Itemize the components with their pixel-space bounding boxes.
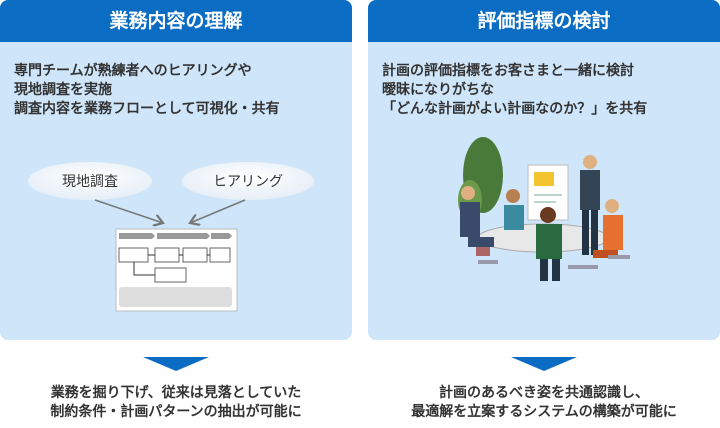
- panel-description: 計画の評価指標をお客さまと一緒に検討 曖昧になりがちな 「どんな計画がよい計画な…: [368, 42, 720, 119]
- desc-line: 調査内容を業務フローとして可視化・共有: [14, 101, 280, 117]
- panel-title: 評価指標の検討: [368, 0, 720, 42]
- panel-business-understanding: 業務内容の理解 専門チームが熟練者へのヒアリングや 現地調査を実施 調査内容を業…: [0, 0, 352, 340]
- person-right: [593, 199, 623, 258]
- desc-line: 計画の評価指標をお客さまと一緒に検討: [382, 63, 634, 79]
- result-line: 最適解を立案するシステムの構築が可能に: [411, 404, 677, 420]
- person-center: [504, 189, 524, 230]
- desc-line: 曖昧になりがちな: [382, 82, 494, 98]
- desc-line: 専門チームが熟練者へのヒアリングや: [14, 63, 252, 79]
- person-presenter: [580, 155, 600, 255]
- result-text: 計画のあるべき姿を共通認識し、 最適解を立案するシステムの構築が可能に: [368, 384, 720, 422]
- bubble-site-survey: [28, 162, 152, 200]
- meeting-illustration: [458, 137, 630, 281]
- bubble-hearing: [182, 162, 314, 200]
- result-line: 計画のあるべき姿を共通認識し、: [439, 385, 649, 401]
- result-text: 業務を掘り下げ、従来は見落としていた 制約条件・計画パターンの抽出が可能に: [0, 384, 352, 422]
- person-left: [460, 186, 494, 247]
- flow-diagram: 現地調査 ヒアリング: [28, 162, 314, 312]
- bubble-label: 現地調査: [62, 174, 118, 190]
- arrow-line: [190, 199, 246, 223]
- person-back: [536, 207, 562, 281]
- down-arrow-icon: [143, 357, 209, 371]
- flow-chart-icon: [115, 228, 238, 312]
- result-line: 制約条件・計画パターンの抽出が可能に: [50, 404, 302, 420]
- panel-title: 業務内容の理解: [0, 0, 352, 42]
- panel-evaluation-metrics: 評価指標の検討 計画の評価指標をお客さまと一緒に検討 曖昧になりがちな 「どんな…: [368, 0, 720, 340]
- result-line: 業務を掘り下げ、従来は見落としていた: [50, 385, 302, 401]
- desc-line: 現地調査を実施: [14, 82, 112, 98]
- whiteboard-icon: [527, 164, 569, 221]
- bubble-label: ヒアリング: [213, 174, 283, 190]
- arrow-line: [94, 199, 163, 223]
- down-arrow-icon: [511, 357, 577, 371]
- chair-icons: [478, 255, 630, 269]
- desc-line: 「どんな計画がよい計画なのか？」を共有: [382, 101, 648, 117]
- panel-description: 専門チームが熟練者へのヒアリングや 現地調査を実施 調査内容を業務フローとして可…: [0, 42, 352, 119]
